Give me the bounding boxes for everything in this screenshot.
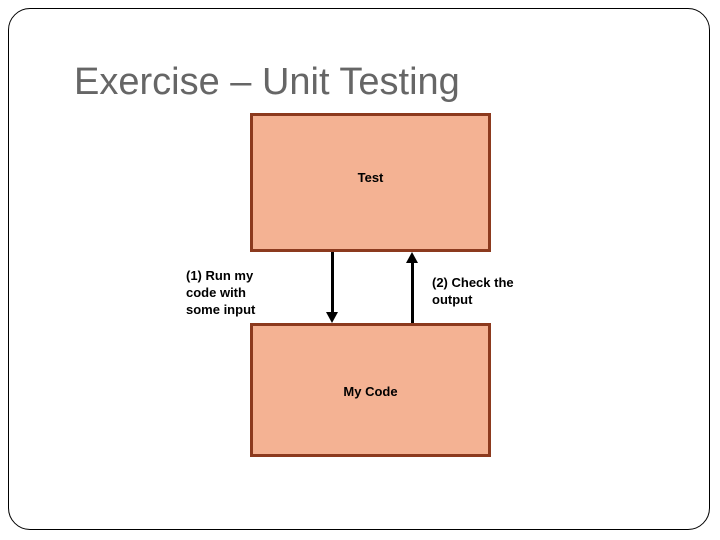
arrow-down-icon xyxy=(326,252,339,323)
arrow-label-run-code-line-3: some input xyxy=(186,302,256,317)
page-title: Exercise – Unit Testing xyxy=(74,61,460,103)
diagram-box-test-label: Test xyxy=(357,169,384,185)
arrow-label-check-output: (2) Check the output xyxy=(432,274,554,308)
arrow-label-run-code-line-1: (1) Run my xyxy=(186,268,254,283)
arrow-up-icon xyxy=(406,252,419,323)
slide-border-frame xyxy=(8,8,710,530)
diagram-box-my-code: My Code xyxy=(250,323,491,457)
diagram-box-test: Test xyxy=(250,113,491,252)
arrow-label-run-code: (1) Run my code with some input xyxy=(186,267,298,318)
arrow-label-check-output-line-1: (2) Check the xyxy=(432,275,514,290)
arrow-shaft xyxy=(411,262,414,323)
arrow-label-run-code-line-2: code with xyxy=(186,285,246,300)
arrow-head xyxy=(326,312,338,323)
arrow-head xyxy=(406,252,418,263)
arrow-label-check-output-line-2: output xyxy=(432,292,473,307)
arrow-shaft xyxy=(331,252,334,313)
diagram-box-my-code-label: My Code xyxy=(343,384,398,399)
